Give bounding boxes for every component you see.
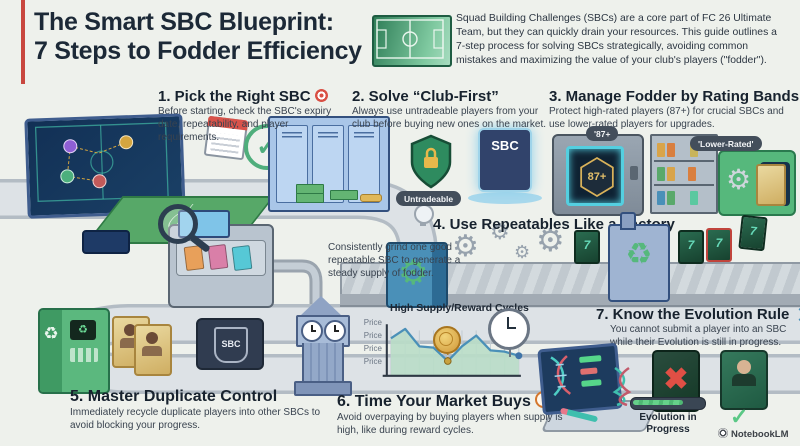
clock-pointer-line — [509, 348, 511, 357]
magnifier-icon — [158, 204, 211, 254]
step-6-desc: Avoid overpaying by buying players when … — [337, 412, 563, 436]
price-axis-label: Price — [363, 331, 382, 340]
evolution-laptop-screen — [537, 342, 623, 416]
fodder-card: 7 — [678, 230, 704, 264]
step-3-desc: Protect high-rated players (87+) for cru… — [549, 106, 784, 130]
step-5-desc: Immediately recycle duplicate players in… — [70, 407, 321, 431]
step-2-title: 2. Solve “Club-First” — [352, 88, 499, 105]
evolution-card-complete — [720, 350, 768, 410]
gear-icon: ⚙ — [452, 229, 479, 264]
sbc-submit-panel: SBC — [196, 318, 264, 370]
step-7-title: 7. Know the Evolution Rule — [596, 306, 800, 323]
sbc-shield-badge: SBC — [214, 327, 248, 363]
sbc-card: SBC — [478, 128, 532, 192]
step-5-block: 5. Master Duplicate Control Immediately … — [70, 388, 322, 432]
factory-machine: ⚙ — [386, 242, 448, 308]
repeat-machine: ♻ — [608, 212, 670, 302]
gear-icon: ⚙ — [490, 220, 510, 245]
rating-87-badge: 87+ — [582, 159, 612, 195]
cash-stack — [330, 190, 358, 200]
machine-chimney — [620, 212, 636, 230]
rating-87-tag: '87+ — [586, 126, 619, 141]
soccer-pitch-icon — [372, 15, 452, 67]
green-gear-icon: ⚙ — [398, 253, 429, 293]
price-axis-label: Price — [363, 344, 382, 353]
step-1-block: 1. Pick the Right SBC Before starting, c… — [158, 88, 344, 144]
price-axis-label: Price — [363, 357, 382, 366]
target-icon — [314, 89, 328, 102]
step-2-block: 2. Solve “Club-First” Always use untrade… — [352, 88, 558, 131]
gold-fodder-card — [756, 164, 786, 206]
notebooklm-logo-icon — [718, 428, 728, 438]
safe-interior: 87+ — [566, 146, 624, 206]
page-title-line2: 7 Steps to Fodder Efficiency — [34, 36, 362, 65]
club-lockers — [268, 116, 390, 212]
chart-title: High Supply/Reward Cycles — [390, 302, 529, 314]
recycle-machine: ♻ ♻ — [38, 308, 110, 394]
card-slot-pink — [207, 243, 229, 271]
clock-tower-base — [294, 381, 352, 396]
untradeable-label: Untradeable — [396, 191, 462, 206]
fodder-card-highlighted: 7 — [706, 228, 732, 262]
step-7-desc: You cannot submit a player into an SBC w… — [610, 324, 787, 348]
clock-tower-spire — [300, 296, 342, 316]
recycle-icon: ♻ — [40, 310, 62, 392]
phone — [82, 230, 130, 254]
price-axis-label: Price — [363, 318, 382, 327]
safe-dial — [630, 166, 638, 180]
brand-watermark: NotebookLM — [718, 428, 789, 440]
gear-icon: ⚙ — [514, 242, 531, 263]
clock-tower-head — [296, 315, 350, 347]
untradeable-shield-icon — [408, 134, 454, 195]
market-timing-clock-icon — [488, 308, 530, 350]
gear-icon: ⚙ — [726, 163, 752, 196]
clock-face — [301, 320, 323, 342]
step-3-title: 3. Manage Fodder by Rating Bands — [549, 88, 800, 105]
recycle-arrows-icon: ♻ — [625, 237, 653, 272]
machine-keypad — [70, 348, 98, 362]
lightbulb-icon — [414, 204, 434, 226]
step-1-title: 1. Pick the Right SBC — [158, 88, 344, 105]
conveyor-belt-front — [340, 294, 800, 307]
evolution-progress-bar — [630, 397, 706, 410]
step-2-desc: Always use untradeable players from your… — [352, 106, 547, 130]
card-slot-teal — [231, 244, 253, 272]
step-6-title: 6. Time Your Market Buys — [337, 391, 569, 411]
duplicate-card — [134, 324, 172, 376]
recycle-screen: ♻ — [70, 320, 96, 340]
lower-rated-tag: 'Lower-Rated' — [690, 136, 762, 151]
page-title: The Smart SBC Blueprint: 7 Steps to Fodd… — [34, 8, 362, 65]
fodder-card: 7 — [574, 230, 600, 264]
small-checkmark-icon: ✓ — [730, 404, 749, 429]
clock-tower-body — [302, 343, 344, 383]
page-title-line1: The Smart SBC Blueprint: — [34, 8, 334, 36]
dna-icon — [798, 308, 800, 321]
sbc-planning-screen — [24, 113, 186, 219]
sbc-card-platform — [468, 192, 542, 204]
coin-stack — [360, 194, 382, 202]
cash-stack — [296, 193, 324, 203]
step-5-title: 5. Master Duplicate Control — [70, 388, 278, 405]
fodder-card: 7 — [738, 214, 768, 252]
evolution-progress-fill — [633, 400, 684, 405]
coin-marker-icon — [433, 325, 462, 354]
dna-helix-icon — [610, 366, 634, 411]
intro-paragraph: Squad Building Challenges (SBCs) are a c… — [456, 13, 777, 66]
title-accent-bar — [21, 0, 25, 84]
step-6-block: 6. Time Your Market Buys Avoid overpayin… — [337, 391, 569, 437]
machine-console — [176, 240, 266, 276]
step-3-block: 3. Manage Fodder by Rating Bands Protect… — [549, 88, 799, 131]
price-chart — [382, 324, 523, 377]
step-4-desc: Consistently grind one good repeatable S… — [328, 242, 461, 279]
rating-badge-frame: 87+ — [580, 157, 614, 197]
evolution-progress-label: Evolution in Progress — [639, 412, 697, 435]
fodder-safe: 87+ — [552, 134, 644, 216]
gear-icon: ⚙ — [536, 221, 565, 259]
step-7-block: 7. Know the Evolution Rule You cannot su… — [596, 306, 800, 349]
clock-face — [324, 320, 346, 342]
step-1-desc: Before starting, check the SBC's expiry … — [158, 106, 332, 143]
